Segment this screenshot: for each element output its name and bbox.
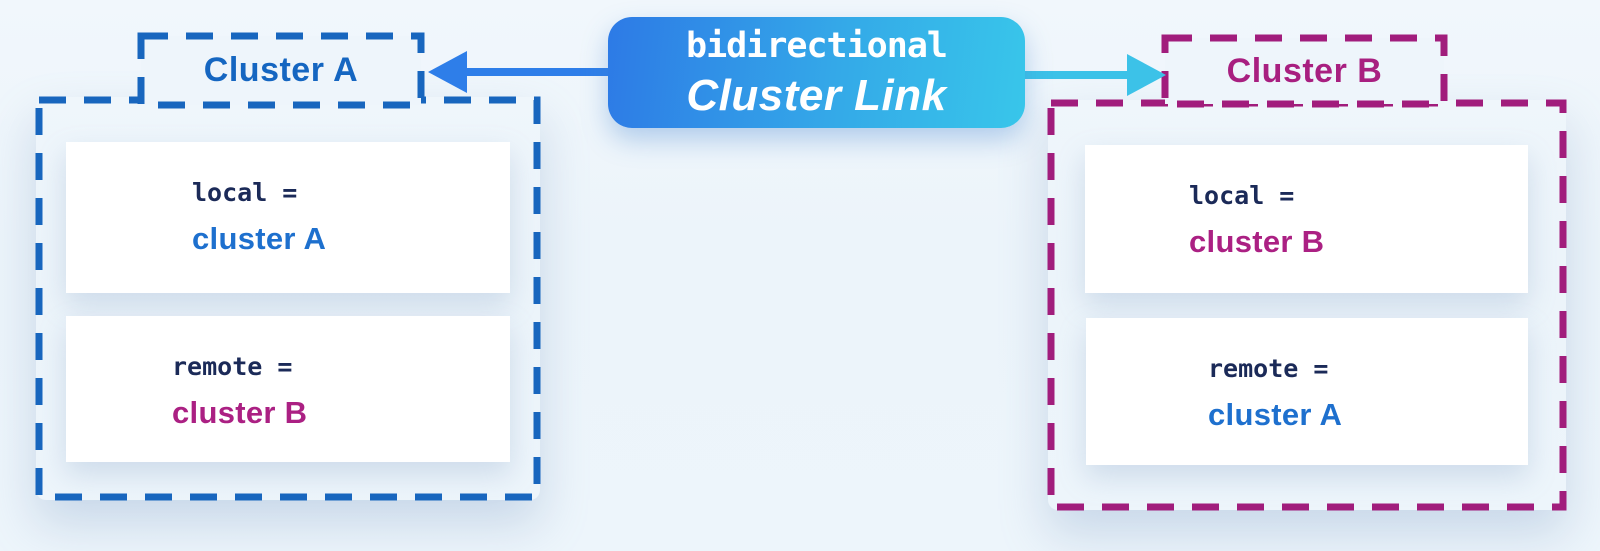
config-key: local =	[1189, 181, 1295, 210]
left-arrow-icon	[428, 51, 612, 93]
cluster-b-label-box	[1161, 34, 1448, 108]
config-key: local =	[192, 178, 298, 207]
cluster-b-card-remote: remote = cluster A	[1086, 318, 1528, 465]
config-value: cluster B	[1189, 224, 1325, 259]
badge-line2: Cluster Link	[686, 70, 947, 120]
cluster-a-card-local: local = cluster A	[66, 142, 510, 293]
config-value: cluster B	[172, 395, 308, 430]
config-value: cluster A	[192, 221, 327, 256]
bidirectional-cluster-link-badge: bidirectional Cluster Link	[608, 17, 1025, 128]
cluster-a-outer-box	[35, 96, 541, 501]
cluster-b-label: Cluster B	[1226, 51, 1383, 90]
cluster-b-card-local: local = cluster B	[1085, 145, 1528, 293]
config-key: remote =	[1208, 354, 1329, 383]
cluster-a-label-box	[137, 32, 425, 109]
config-key: remote =	[172, 352, 293, 381]
right-arrow-icon	[1020, 54, 1166, 96]
cluster-a-card-remote: remote = cluster B	[66, 316, 510, 462]
cluster-a-label: Cluster A	[203, 51, 359, 89]
config-value: cluster A	[1208, 397, 1343, 432]
badge-line1: bidirectional	[686, 25, 948, 66]
cluster-b-outer-box	[1047, 99, 1567, 511]
